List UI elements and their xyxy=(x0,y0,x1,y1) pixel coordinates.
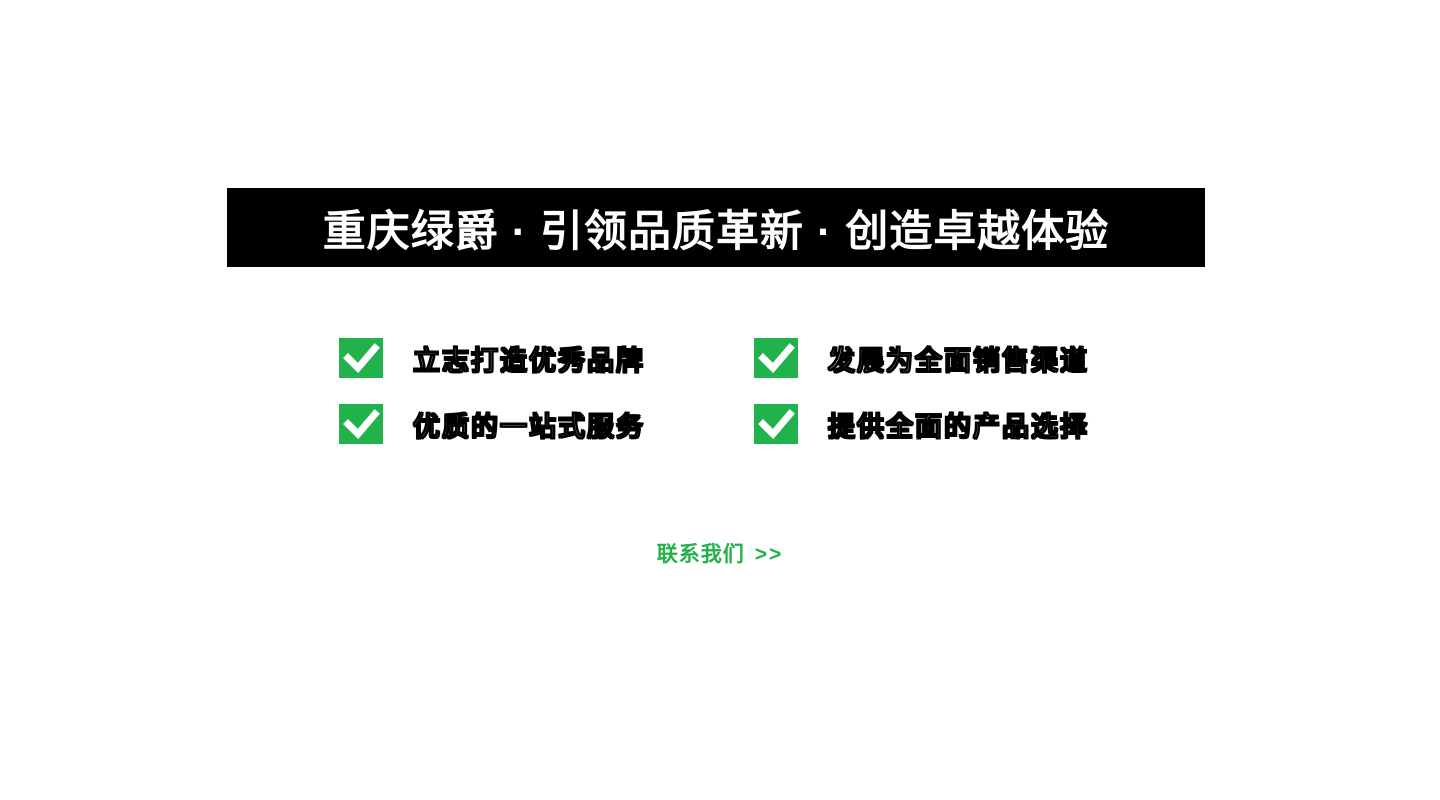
check-icon xyxy=(754,404,798,444)
feature-item: 发展为全面销售渠道 xyxy=(754,338,1089,378)
headline-banner: 重庆绿爵 · 引领品质革新 · 创造卓越体验 xyxy=(227,188,1205,267)
feature-grid: 立志打造优秀品牌 发展为全面销售渠道 优质的一站式服务 提供全面的产品选择 xyxy=(339,338,1089,444)
feature-label: 发展为全面销售渠道 xyxy=(828,345,1089,376)
check-icon xyxy=(339,404,383,444)
feature-label: 立志打造优秀品牌 xyxy=(413,345,645,376)
double-chevron-right-icon: >> xyxy=(754,543,784,566)
contact-label: 联系我们 xyxy=(656,543,745,566)
feature-item: 优质的一站式服务 xyxy=(339,404,754,444)
feature-label: 优质的一站式服务 xyxy=(413,411,645,442)
page-title: 重庆绿爵 · 引领品质革新 · 创造卓越体验 xyxy=(322,207,1110,256)
feature-item: 立志打造优秀品牌 xyxy=(339,338,754,378)
check-icon xyxy=(339,338,383,378)
contact-link[interactable]: 联系我们 >> xyxy=(0,538,1440,568)
feature-label: 提供全面的产品选择 xyxy=(828,411,1089,442)
feature-item: 提供全面的产品选择 xyxy=(754,404,1089,444)
check-icon xyxy=(754,338,798,378)
